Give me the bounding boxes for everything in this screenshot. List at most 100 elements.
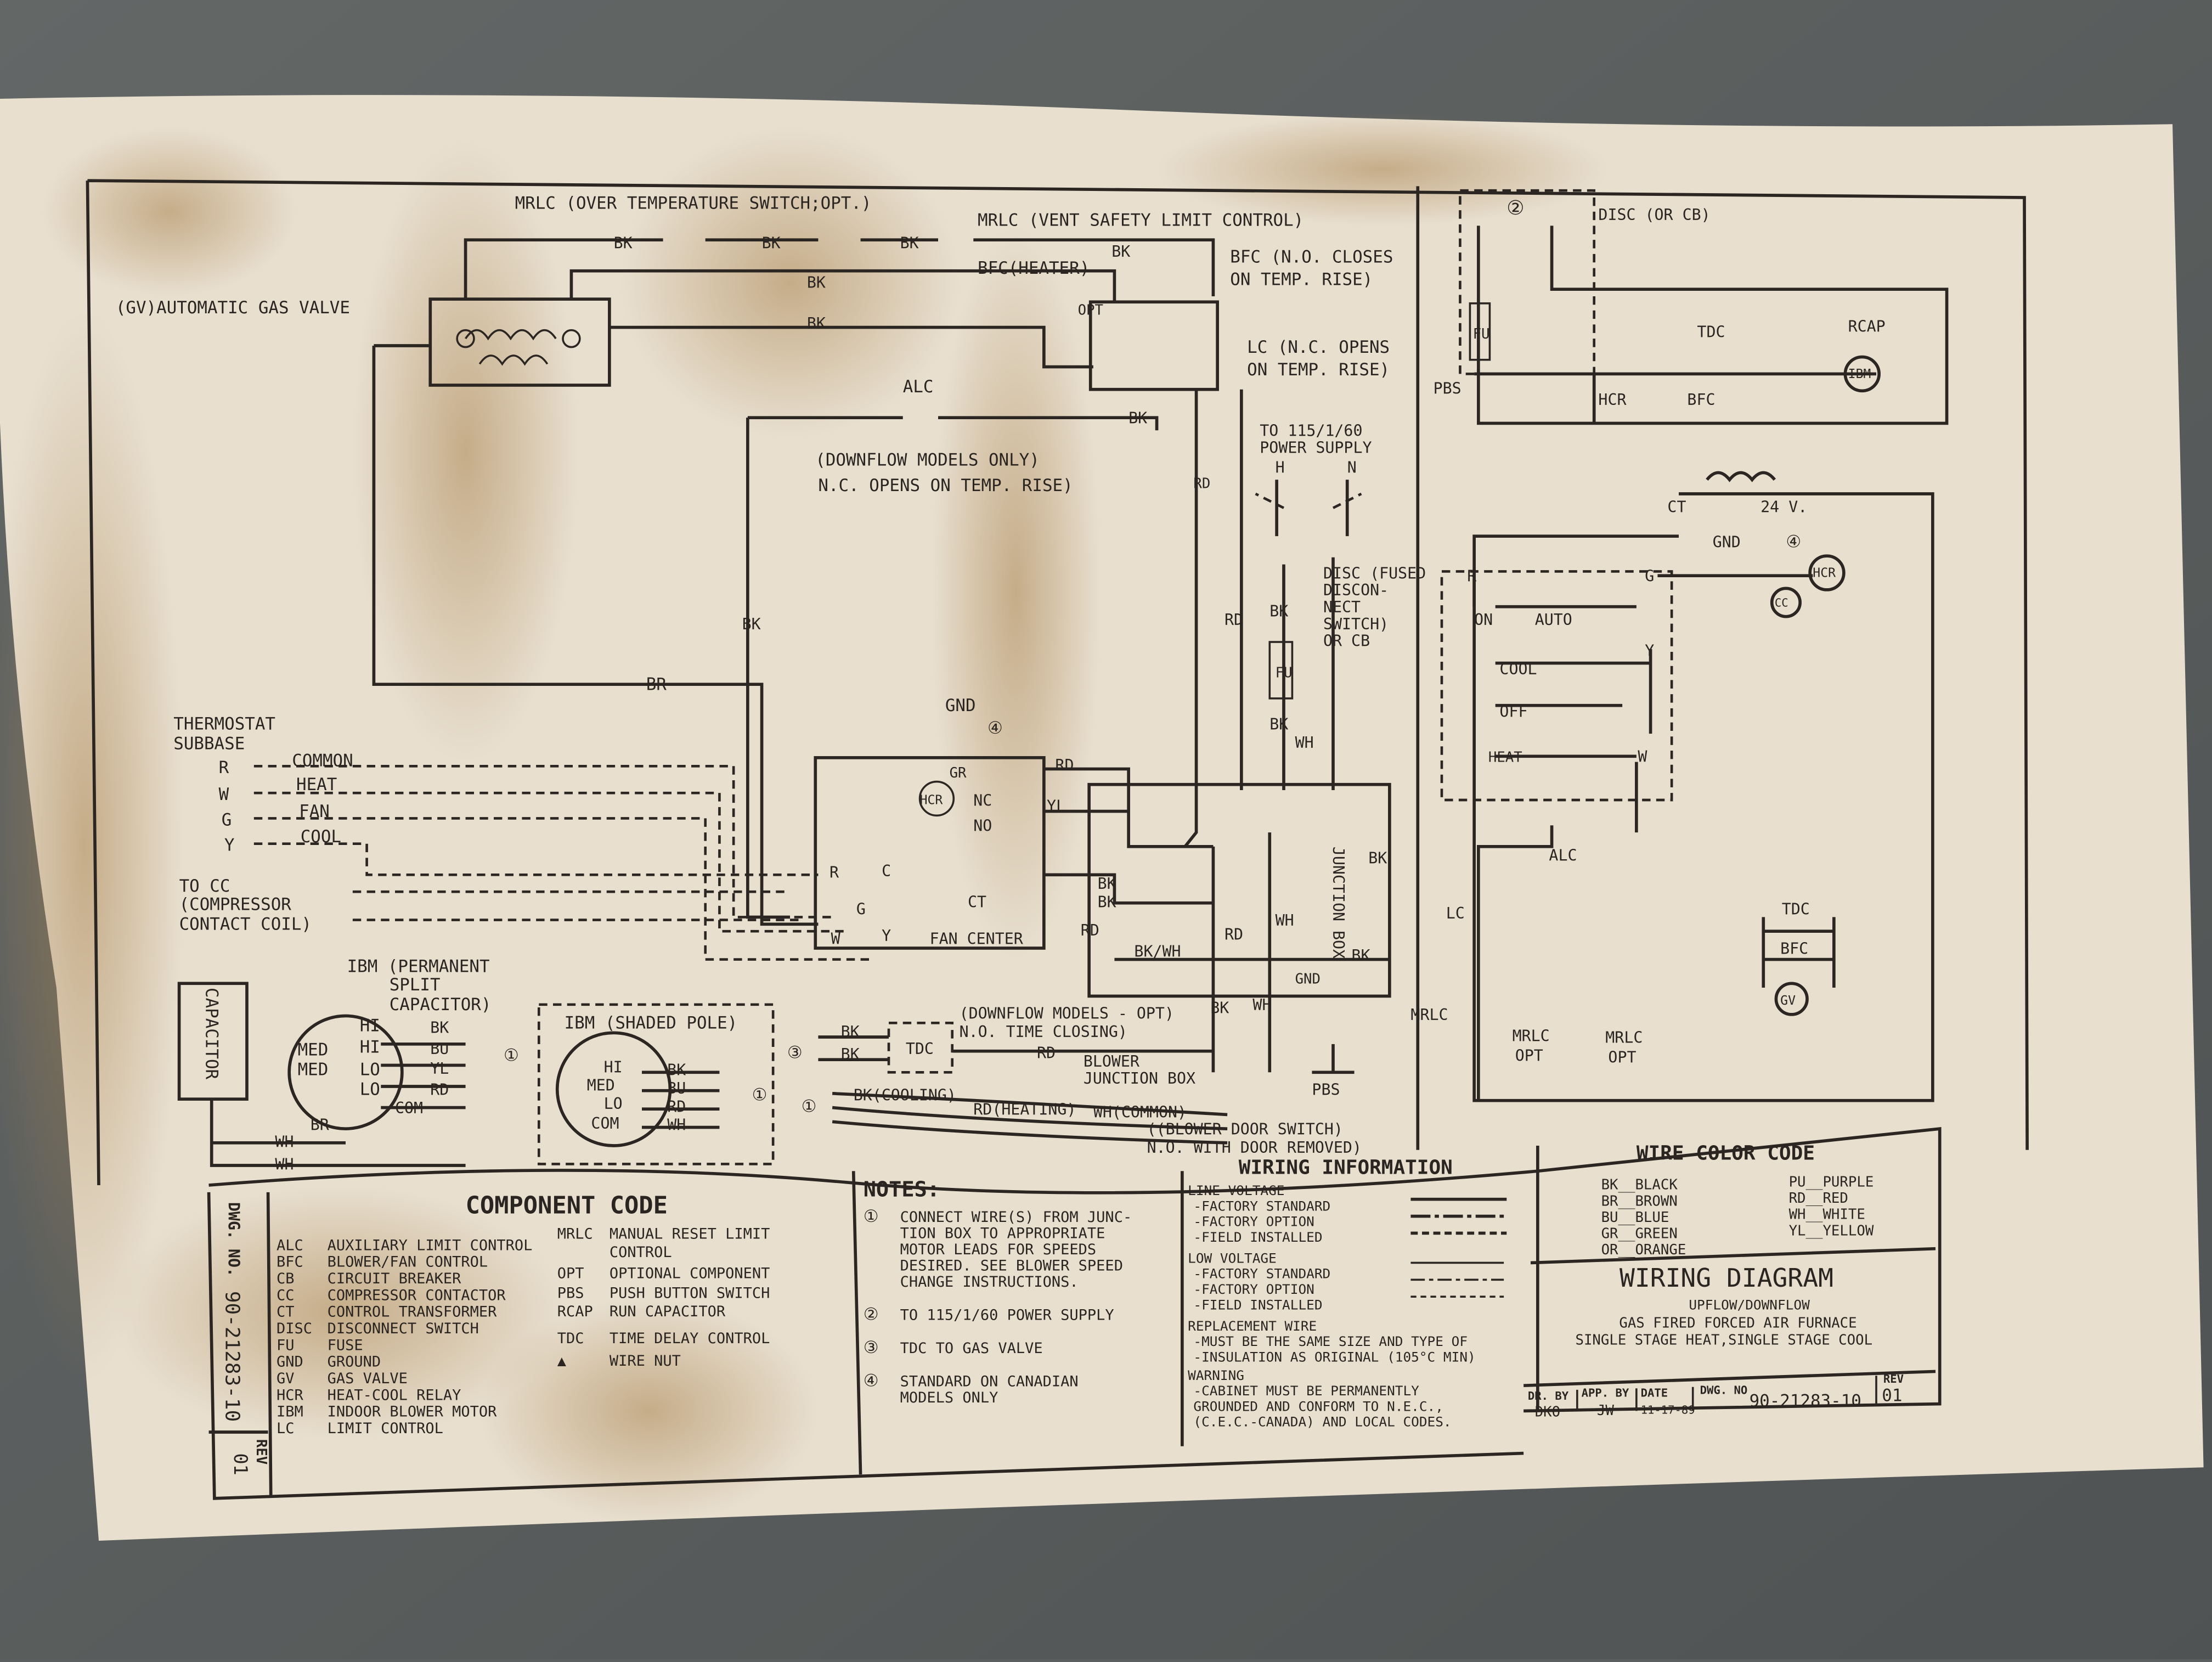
diagram-label: RCAP xyxy=(1848,317,1886,335)
diagram-label: BK xyxy=(807,314,826,333)
junction-box xyxy=(1087,782,1391,998)
limit-control-box xyxy=(1088,300,1219,391)
component-code-title: COMPONENT CODE xyxy=(466,1191,668,1219)
component-code: OPT xyxy=(557,1265,584,1282)
diagram-label: BFC xyxy=(1687,391,1715,409)
diagram-label: BLOWER xyxy=(1084,1052,1140,1071)
diagram-label: BFC(HEATER) xyxy=(978,258,1090,278)
rev-value: 01 xyxy=(1882,1385,1902,1405)
wiring-information-line: GROUNDED AND CONFORM TO N.E.C., xyxy=(1193,1398,1443,1414)
diagram-label: AUTO xyxy=(1535,611,1572,629)
wiring-information-line: -MUST BE THE SAME SIZE AND TYPE OF xyxy=(1193,1333,1468,1349)
diagram-label: ④ xyxy=(1786,532,1801,552)
diagram-label: GV xyxy=(1780,994,1796,1008)
diagram-label: BK/WH xyxy=(1134,942,1181,960)
dr-by-label: DR. BY xyxy=(1528,1389,1569,1402)
diagram-label: CAPACITOR xyxy=(201,988,221,1080)
diagram-label: W xyxy=(219,785,229,804)
diagram-label: GR xyxy=(950,765,967,781)
app-by-value: JW xyxy=(1597,1402,1614,1419)
diagram-label: BK(COOLING) xyxy=(854,1086,956,1105)
note-number: ② xyxy=(864,1305,879,1325)
component-description: OPTIONAL COMPONENT xyxy=(610,1265,770,1282)
diagram-label: N.C. OPENS ON TEMP. RISE) xyxy=(818,476,1073,495)
diagram-label: RD xyxy=(667,1097,686,1115)
diagram-label: OR CB xyxy=(1323,632,1370,650)
diagram-label: BK xyxy=(1098,893,1116,911)
diagram-label: WH xyxy=(1252,996,1271,1014)
note-text: MODELS ONLY xyxy=(900,1389,998,1406)
diagram-label: R xyxy=(1467,567,1477,585)
diagram-label: BR xyxy=(646,674,667,694)
component-code: RCAP xyxy=(557,1303,593,1320)
diagram-label: FU xyxy=(1276,664,1293,681)
diagram-label: BU xyxy=(667,1079,686,1097)
diagram-label: MRLC (OVER TEMPERATURE SWITCH;OPT.) xyxy=(515,194,872,213)
component-description: LIMIT CONTROL xyxy=(328,1420,443,1437)
wire-color-entry: OR__ORANGE xyxy=(1601,1242,1686,1258)
diagram-label: ③ xyxy=(787,1043,803,1063)
diagram-label: TDC xyxy=(1782,900,1810,918)
component-code: IBM xyxy=(276,1404,303,1421)
diagram-label: BU xyxy=(430,1040,449,1058)
component-description: PUSH BUTTON SWITCH xyxy=(610,1285,770,1302)
wiring-information-line: -FIELD INSTALLED xyxy=(1193,1229,1322,1245)
diagram-label: YL xyxy=(430,1060,449,1078)
psc-blower-motor xyxy=(287,1014,404,1130)
component-description: DISCONNECT SWITCH xyxy=(328,1320,479,1337)
diagram-label: MRLC xyxy=(1410,1006,1448,1024)
component-description: CONTROL TRANSFORMER xyxy=(328,1304,498,1321)
note-number: ④ xyxy=(864,1371,879,1390)
diagram-label: DISC (FUSED xyxy=(1323,564,1426,582)
diagram-label: W xyxy=(831,929,841,948)
diagram-label: MED xyxy=(298,1060,329,1079)
shaded-pole-box xyxy=(537,1003,775,1165)
diagram-label: HEAT xyxy=(296,775,337,795)
component-code: TDC xyxy=(557,1330,584,1347)
diagram-label: CAPACITOR) xyxy=(390,995,492,1015)
wiring-diagram-title: WIRING DIAGRAM xyxy=(1620,1263,1833,1293)
dr-by-value: DKO xyxy=(1535,1404,1560,1421)
component-code: FU xyxy=(276,1337,295,1354)
wiring-information-line: -FACTORY STANDARD xyxy=(1193,1266,1330,1282)
note-text: CONNECT WIRE(S) FROM JUNC- xyxy=(900,1209,1132,1226)
app-by-label: APP. BY xyxy=(1582,1387,1629,1400)
diagram-label: IBM xyxy=(1848,367,1871,381)
wire-color-entry: BU__BLUE xyxy=(1601,1209,1669,1226)
diagram-label: NO xyxy=(973,817,992,835)
diagram-label: BK xyxy=(614,234,633,252)
component-description: COMPRESSOR CONTACTOR xyxy=(328,1287,506,1304)
component-code: BFC xyxy=(276,1254,303,1271)
diagram-label: BK xyxy=(430,1018,449,1036)
diagram-label: GND xyxy=(945,696,976,715)
diagram-label: G xyxy=(1645,567,1654,585)
diagram-label: ON xyxy=(1474,611,1493,629)
component-description: CONTROL xyxy=(610,1244,672,1261)
note-text: STANDARD ON CANADIAN xyxy=(900,1373,1079,1390)
diagram-label: RD xyxy=(1224,611,1243,629)
component-description: GAS VALVE xyxy=(328,1370,408,1387)
component-description: TIME DELAY CONTROL xyxy=(610,1330,770,1347)
wiring-diagram-subtitle: GAS FIRED FORCED AIR FURNACE xyxy=(1619,1315,1857,1332)
wire-color-code-title: WIRE COLOR CODE xyxy=(1637,1142,1815,1165)
wiring-diagram-subtitle: SINGLE STAGE HEAT,SINGLE STAGE COOL xyxy=(1575,1332,1872,1349)
diagram-label: BK xyxy=(1351,947,1370,965)
component-code: DISC xyxy=(276,1320,312,1337)
side-dwg-label: DWG. NO. xyxy=(225,1202,243,1277)
diagram-label: C xyxy=(882,862,891,880)
note-number: ① xyxy=(864,1207,879,1226)
dwg-no-label: DWG. NO xyxy=(1700,1384,1748,1397)
date-label: DATE xyxy=(1641,1387,1668,1400)
component-code: CT xyxy=(276,1304,295,1321)
diagram-label: BFC xyxy=(1780,939,1808,957)
wire-color-entry: BR__BROWN xyxy=(1601,1193,1678,1209)
diagram-label: COM xyxy=(395,1099,423,1117)
diagram-label: ① xyxy=(752,1085,768,1105)
diagram-label: HI xyxy=(360,1037,380,1057)
diagram-label: IBM (PERMANENT xyxy=(347,957,490,977)
diagram-label: N.O. WITH DOOR REMOVED) xyxy=(1147,1139,1362,1157)
component-code: GND xyxy=(276,1354,303,1371)
